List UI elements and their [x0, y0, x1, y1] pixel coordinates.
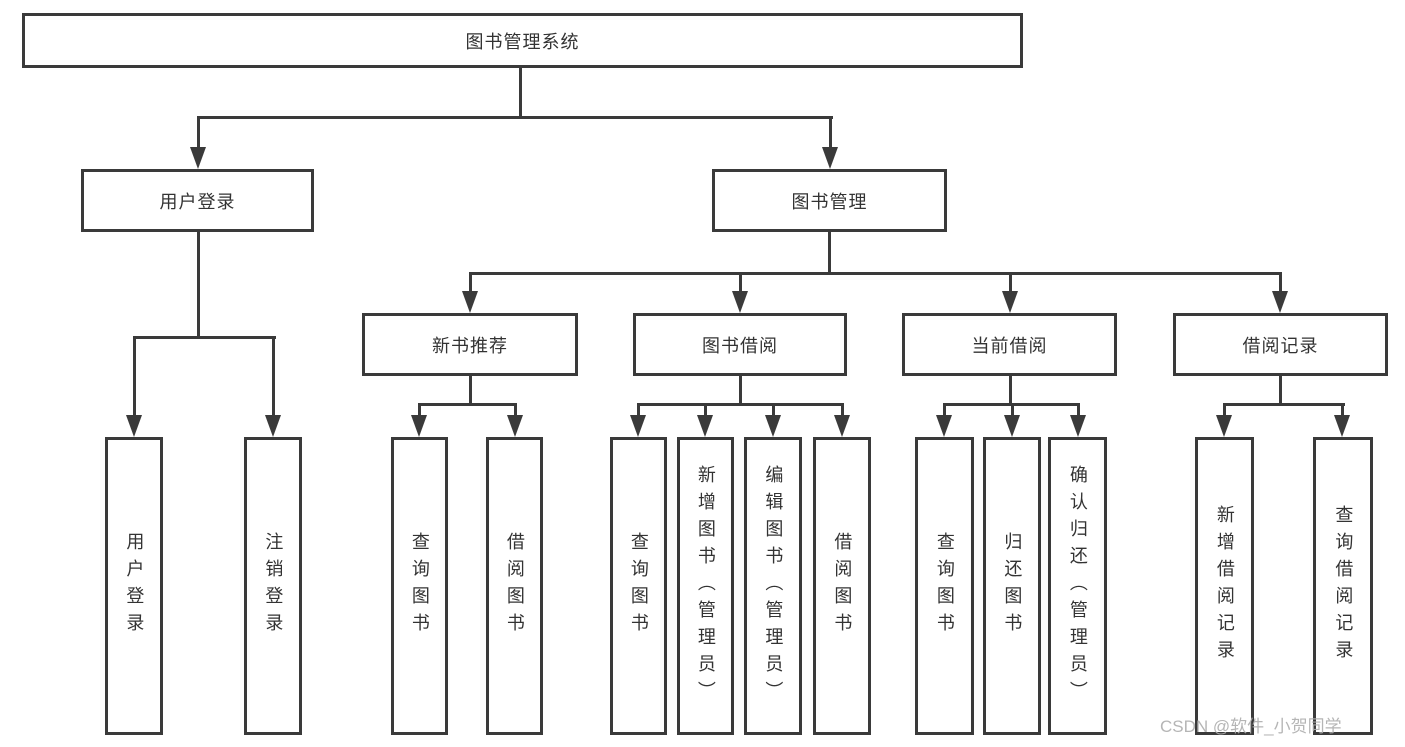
arrow-head — [1070, 415, 1086, 437]
leaf-query-borrow-record-label: 查询借阅记录 — [1333, 505, 1354, 667]
connector-line — [739, 374, 742, 405]
connector-line — [1011, 403, 1014, 420]
arrow-head — [732, 291, 748, 313]
node-new-book-recommend-label: 新书推荐 — [432, 335, 508, 356]
arrow-head — [265, 415, 281, 437]
connector-line — [469, 272, 1282, 275]
leaf-borrow-books-recommend: 借阅图书 — [486, 437, 543, 735]
arrow-head — [630, 415, 646, 437]
node-root-label: 图书管理系统 — [465, 31, 580, 52]
arrow-head — [126, 415, 142, 437]
arrow-head — [1002, 291, 1018, 313]
connector-line — [829, 116, 832, 152]
connector-line — [1341, 403, 1344, 420]
connector-line — [197, 230, 200, 339]
leaf-query-books-current: 查询图书 — [915, 437, 974, 735]
leaf-query-borrow-record: 查询借阅记录 — [1313, 437, 1373, 735]
leaf-borrow-books: 借阅图书 — [813, 437, 871, 735]
connector-line — [418, 403, 421, 420]
leaf-add-borrow-record: 新增借阅记录 — [1195, 437, 1254, 735]
connector-line — [739, 272, 742, 295]
leaf-borrow-books-label: 借阅图书 — [832, 532, 853, 640]
node-book-management-label: 图书管理 — [791, 191, 868, 212]
leaf-query-books-borrowing: 查询图书 — [610, 437, 667, 735]
connector-line — [197, 116, 833, 119]
csdn-watermark: CSDN @软件_小贺同学 — [1160, 717, 1342, 736]
arrow-head — [697, 415, 713, 437]
arrow-head — [822, 147, 838, 169]
connector-line — [704, 403, 707, 420]
connector-line — [637, 403, 640, 420]
connector-line — [418, 403, 517, 406]
node-current-borrowing: 当前借阅 — [902, 313, 1117, 376]
connector-line — [1279, 272, 1282, 295]
connector-line — [841, 403, 844, 420]
connector-line — [637, 403, 844, 406]
leaf-confirm-return-admin-label: 确认归还（管理员） — [1067, 464, 1088, 708]
arrow-head — [936, 415, 952, 437]
node-borrowing-records-label: 借阅记录 — [1242, 335, 1319, 356]
connector-line — [1223, 403, 1226, 420]
connector-line — [197, 116, 200, 152]
leaf-query-books-recommend: 查询图书 — [391, 437, 448, 735]
leaf-user-login-label: 用户登录 — [124, 532, 145, 640]
connector-line — [772, 403, 775, 420]
leaf-edit-book-admin: 编辑图书（管理员） — [744, 437, 802, 735]
node-book-management: 图书管理 — [712, 169, 947, 232]
arrow-head — [1334, 415, 1350, 437]
connector-line — [469, 374, 472, 405]
leaf-confirm-return-admin: 确认归还（管理员） — [1048, 437, 1107, 735]
connector-line — [133, 336, 136, 421]
arrow-head — [411, 415, 427, 437]
arrow-head — [1004, 415, 1020, 437]
arrow-head — [1216, 415, 1232, 437]
leaf-return-book: 归还图书 — [983, 437, 1041, 735]
connector-line — [828, 230, 831, 275]
connector-line — [943, 403, 946, 420]
arrow-head — [190, 147, 206, 169]
connector-line — [519, 66, 522, 119]
leaf-add-borrow-record-label: 新增借阅记录 — [1214, 505, 1235, 667]
node-user-login: 用户登录 — [81, 169, 314, 232]
arrow-head — [1272, 291, 1288, 313]
leaf-query-books-current-label: 查询图书 — [934, 532, 955, 640]
leaf-query-books-recommend-label: 查询图书 — [409, 532, 430, 640]
node-root-library-system: 图书管理系统 — [22, 13, 1023, 68]
arrow-head — [462, 291, 478, 313]
node-book-borrowing-label: 图书借阅 — [702, 335, 778, 356]
arrow-head — [765, 415, 781, 437]
node-new-book-recommend: 新书推荐 — [362, 313, 578, 376]
leaf-borrow-books-recommend-label: 借阅图书 — [504, 532, 525, 640]
leaf-logout: 注销登录 — [244, 437, 302, 735]
connector-line — [1223, 403, 1345, 406]
connector-line — [1077, 403, 1080, 420]
connector-line — [1009, 272, 1012, 295]
leaf-edit-book-admin-label: 编辑图书（管理员） — [763, 464, 784, 708]
leaf-query-books-borrowing-label: 查询图书 — [628, 532, 649, 640]
connector-line — [1279, 374, 1282, 405]
leaf-user-login: 用户登录 — [105, 437, 163, 735]
arrow-head — [834, 415, 850, 437]
connector-line — [1009, 374, 1012, 405]
connector-line — [514, 403, 517, 420]
leaf-add-book-admin-label: 新增图书（管理员） — [695, 464, 716, 708]
node-borrowing-records: 借阅记录 — [1173, 313, 1388, 376]
leaf-return-book-label: 归还图书 — [1002, 532, 1023, 640]
connector-line — [469, 272, 472, 295]
arrow-head — [507, 415, 523, 437]
node-book-borrowing: 图书借阅 — [633, 313, 847, 376]
node-current-borrowing-label: 当前借阅 — [971, 335, 1048, 356]
leaf-add-book-admin: 新增图书（管理员） — [677, 437, 734, 735]
leaf-logout-label: 注销登录 — [263, 532, 284, 640]
node-user-login-label: 用户登录 — [159, 191, 236, 212]
connector-line — [133, 336, 276, 339]
connector-line — [272, 336, 275, 421]
